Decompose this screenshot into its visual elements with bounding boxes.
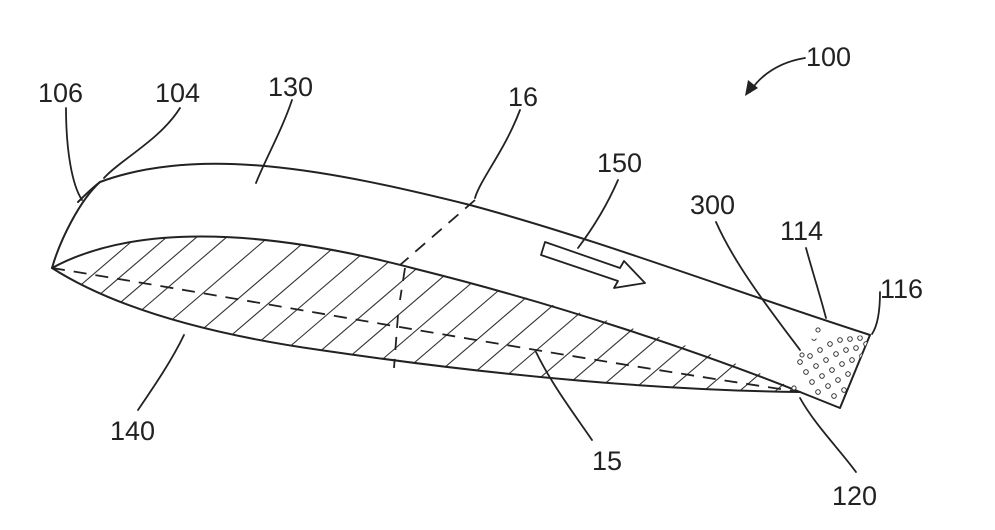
label-150: 150 — [597, 148, 642, 178]
leader-130 — [256, 100, 292, 183]
leader-140 — [138, 335, 184, 410]
upper-surface-outline — [52, 164, 870, 335]
flow-arrow-icon — [541, 242, 645, 288]
label-16: 16 — [508, 82, 538, 112]
leader-15 — [536, 352, 592, 440]
lower-surface-hatching — [40, 200, 870, 430]
leader-114 — [806, 248, 826, 318]
label-116: 116 — [880, 274, 923, 304]
leader-116 — [872, 292, 880, 334]
leader-120 — [800, 398, 856, 472]
leader-16 — [475, 110, 520, 198]
leader-150 — [578, 180, 618, 248]
label-130: 130 — [268, 72, 313, 102]
label-114: 114 — [780, 216, 823, 246]
label-106: 106 — [38, 78, 83, 108]
lower-surface-top-edge — [52, 236, 800, 392]
hole-array-scatter — [792, 328, 820, 390]
leader-106 — [66, 108, 82, 200]
label-140: 140 — [110, 416, 155, 446]
span-line-16 — [400, 200, 475, 265]
label-100: 100 — [806, 42, 851, 72]
label-104: 104 — [155, 78, 200, 108]
label-300: 300 — [690, 190, 735, 220]
label-120: 120 — [832, 481, 877, 511]
label-15: 15 — [592, 446, 622, 476]
assembly-arrow-icon — [750, 58, 805, 92]
leader-104 — [104, 108, 180, 178]
